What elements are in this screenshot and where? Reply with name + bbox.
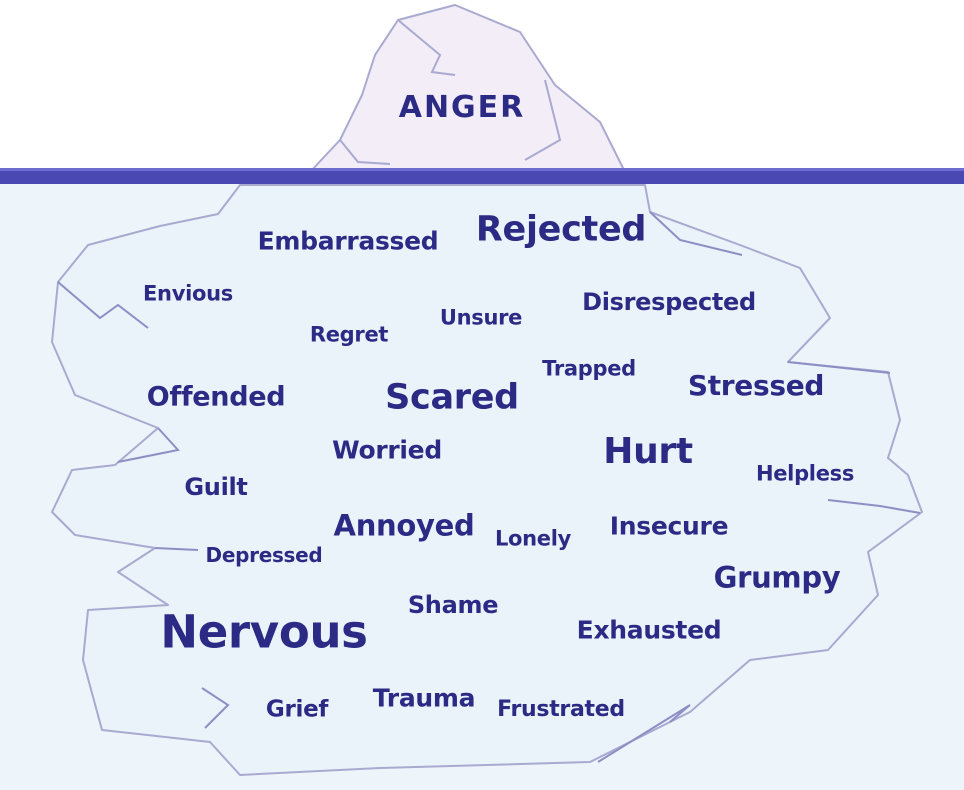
feeling-regret: Regret xyxy=(309,322,389,347)
tip-label-anger: ANGER xyxy=(398,90,526,125)
feeling-scared: Scared xyxy=(385,377,519,418)
feeling-grumpy: Grumpy xyxy=(713,560,841,595)
feeling-shame: Shame xyxy=(407,591,499,619)
feeling-trauma: Trauma xyxy=(372,683,476,713)
body-crack-1 xyxy=(57,281,149,329)
feeling-annoyed: Annoyed xyxy=(333,508,475,543)
feeling-nervous: Nervous xyxy=(160,605,368,659)
feeling-embarrassed: Embarrassed xyxy=(257,226,439,256)
feeling-frustrated: Frustrated xyxy=(497,697,625,722)
feeling-hurt: Hurt xyxy=(603,431,693,472)
body-crack-8 xyxy=(597,704,691,763)
tip-crack-1 xyxy=(397,19,456,76)
feeling-worried: Worried xyxy=(332,435,442,465)
feeling-disrespected: Disrespected xyxy=(582,288,756,316)
feeling-offended: Offended xyxy=(146,381,286,413)
feeling-unsure: Unsure xyxy=(439,305,523,330)
feeling-rejected: Rejected xyxy=(475,209,647,250)
feeling-depressed: Depressed xyxy=(205,543,323,567)
body-crack-3 xyxy=(154,547,199,551)
body-crack-2 xyxy=(117,427,180,463)
body-crack-5 xyxy=(649,211,743,256)
feeling-insecure: Insecure xyxy=(609,511,729,541)
feeling-guilt: Guilt xyxy=(184,473,248,501)
feeling-exhausted: Exhausted xyxy=(576,615,722,645)
body-crack-7 xyxy=(827,499,921,514)
water-line-highlight xyxy=(0,168,964,171)
feeling-lonely: Lonely xyxy=(494,526,572,551)
iceberg-tip xyxy=(309,4,626,173)
tip-crack-3 xyxy=(524,79,562,161)
water-line xyxy=(0,170,964,184)
feeling-grief: Grief xyxy=(265,696,329,723)
body-crack-6 xyxy=(787,361,891,374)
feeling-trapped: Trapped xyxy=(542,356,636,381)
feeling-helpless: Helpless xyxy=(755,461,855,486)
body-crack-4 xyxy=(201,687,230,729)
feeling-stressed: Stressed xyxy=(687,369,825,402)
tip-crack-2 xyxy=(339,139,391,165)
feeling-envious: Envious xyxy=(143,281,233,306)
